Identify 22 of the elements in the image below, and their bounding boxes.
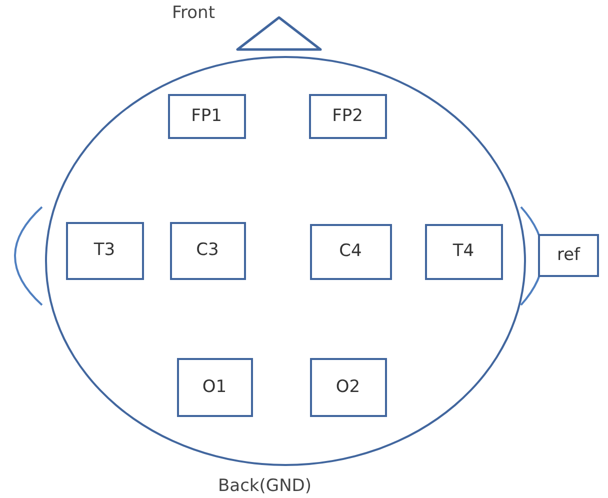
electrode-box — [538, 234, 599, 277]
electrode-box — [310, 358, 386, 416]
nose-triangle — [236, 16, 322, 51]
electrode-label: O1 — [202, 378, 227, 396]
electrode-label: FP1 — [191, 106, 222, 126]
electrode-box — [170, 222, 246, 280]
electrode-label: ref — [556, 246, 580, 265]
electrode-label: FP2 — [332, 106, 363, 126]
direction-label: Back(GND) — [218, 477, 312, 496]
electrode-box — [66, 222, 144, 280]
electrode-label: O2 — [336, 378, 360, 396]
electrode-label: T3 — [94, 241, 116, 260]
electrode-label: C4 — [339, 242, 362, 261]
electrode-box — [168, 94, 246, 138]
electrode-label: T4 — [452, 242, 474, 261]
head-outline — [45, 56, 526, 466]
electrode-box — [176, 358, 252, 416]
direction-label: Front — [172, 4, 215, 23]
electrode-label: C3 — [196, 241, 219, 260]
electrode-box — [308, 94, 386, 138]
electrode-box — [424, 224, 502, 280]
electrode-box — [310, 224, 392, 280]
